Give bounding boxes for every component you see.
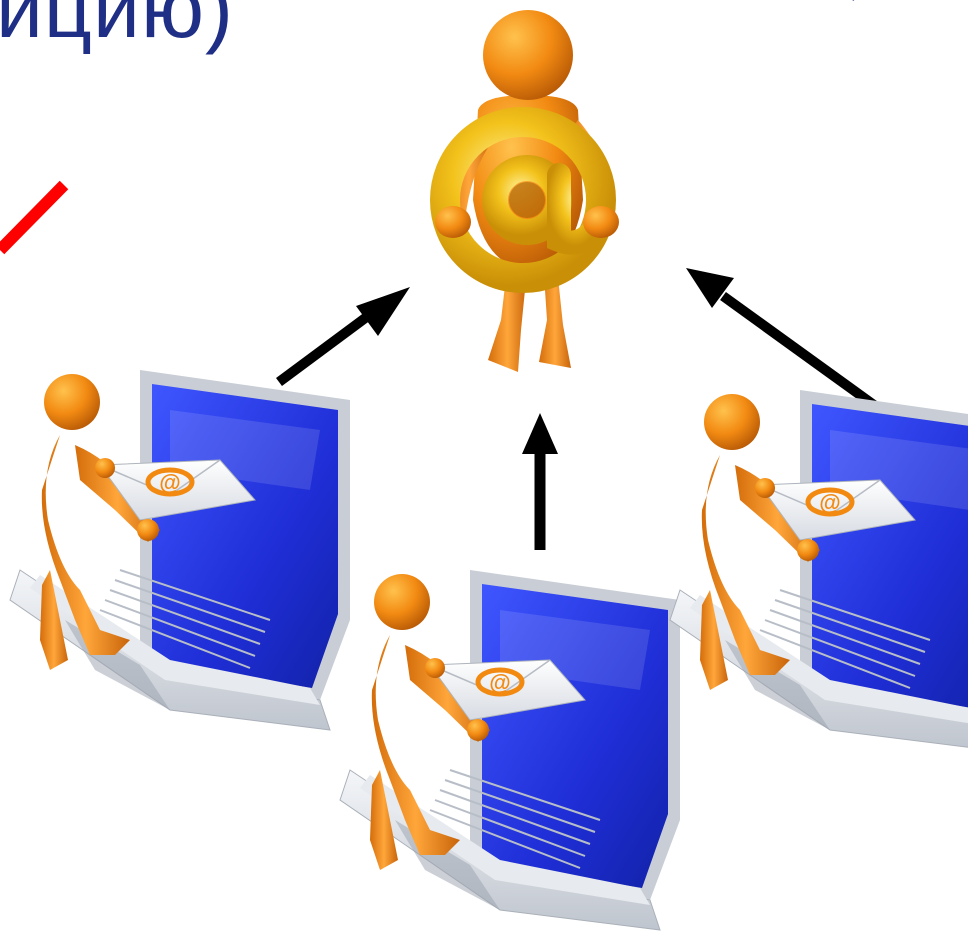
arrow-up-left-icon <box>686 268 885 413</box>
arrow-up-right-icon <box>279 287 410 382</box>
sender-right <box>670 390 968 750</box>
red-check-mark-icon <box>0 185 64 250</box>
sender-middle <box>340 570 680 930</box>
person-holding-at-sign-icon <box>435 10 619 372</box>
arrow-up-icon <box>522 413 558 550</box>
sender-left <box>10 370 350 730</box>
